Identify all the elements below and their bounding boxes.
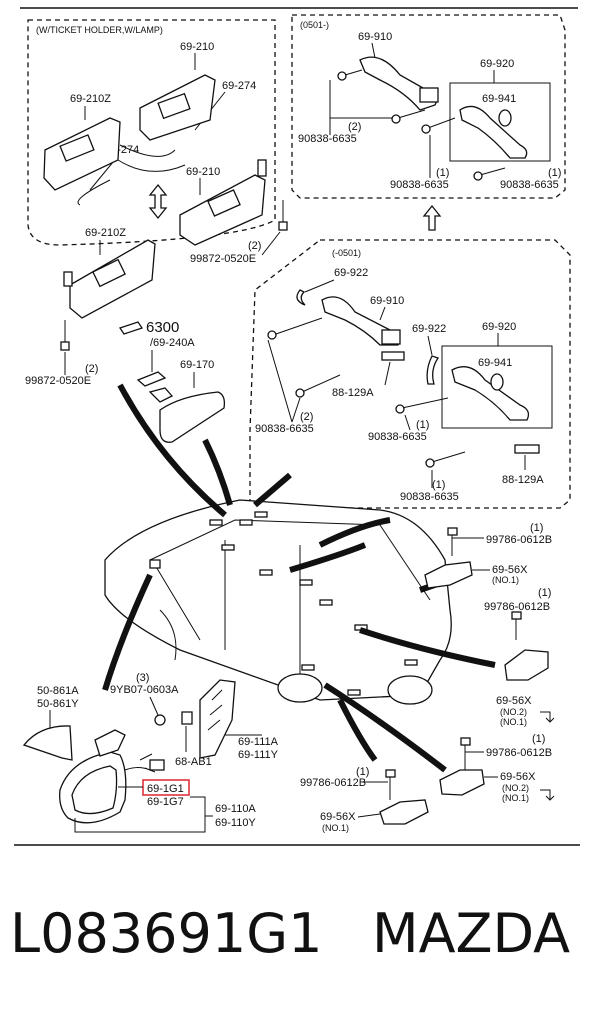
rear-view-mirror: [159, 391, 226, 443]
label-69-111a: 69-111A: [238, 736, 279, 748]
label-69-210z-a: 69-210Z: [70, 93, 111, 105]
label-99872-a: 99872-0520E: [190, 253, 256, 265]
label-68-ab1: 68-AB1: [175, 756, 212, 768]
label-69-110y: 69-110Y: [215, 817, 256, 829]
ticket-holder-header: (W/TICKET HOLDER,W/LAMP): [36, 25, 163, 35]
label-69-111y: 69-111Y: [238, 749, 279, 761]
label-90838-d: 90838-6635: [255, 423, 314, 435]
label-90838-a: 90838-6635: [298, 133, 357, 145]
trim-88-129a-a: [381, 351, 405, 361]
caption-part-number: L083691G1: [10, 902, 322, 965]
label-99786-c: 99786-0612B: [486, 747, 552, 759]
label-69-56x-c: 69-56X: [500, 771, 536, 783]
label-69-56x-b: 69-56X: [496, 695, 532, 707]
vehicle-body: [104, 499, 452, 701]
assist-grip-handle-a: [459, 105, 528, 159]
label-6300: 6300: [146, 319, 179, 336]
label-69-56x-a: 69-56X: [492, 564, 528, 576]
label-99786-d-qty: (1): [356, 766, 369, 778]
label-69-240a: /69-240A: [150, 337, 195, 349]
label-69-1g7: 69-1G7: [147, 796, 184, 808]
label-9yb07-qty: (3): [136, 672, 149, 684]
sun-visor-group-outline: [27, 19, 276, 246]
grip-cap-a: [419, 87, 439, 103]
label-69-170: 69-170: [180, 359, 214, 371]
bracket-69-56x-d: [379, 799, 429, 825]
vehicle-front-wheel: [277, 673, 323, 703]
door-garnish-50-861: [22, 725, 73, 761]
label-69-110a: 69-110A: [215, 803, 256, 815]
label-69-56x-a-no: (NO.1): [492, 575, 519, 585]
label-69-941-b: 69-941: [478, 357, 512, 369]
bracket-69-56x-a: [424, 561, 473, 589]
label-50-861y: 50-861Y: [37, 698, 79, 710]
book-icon: [118, 321, 144, 335]
mirror-cover-69-240a: [136, 371, 167, 387]
label-69-922-a: 69-922: [334, 267, 368, 279]
label-90838-a-qty: (2): [348, 121, 361, 133]
label-88-129a-a: 88-129A: [332, 387, 374, 399]
label-90838-b-qty: (1): [436, 167, 449, 179]
grip-cover-a: [296, 289, 306, 306]
assist-grip-box-b: [441, 345, 553, 429]
label-88-129a-b: 88-129A: [502, 474, 544, 486]
label-99786-c-qty: (1): [532, 733, 545, 745]
label-9yb07: 9YB07-0603A: [110, 684, 179, 696]
label-99872-b: 99872-0520E: [25, 375, 91, 387]
up-down-arrow-icon: [148, 183, 168, 220]
header-minus-0501: (-0501): [332, 248, 361, 258]
label-69-56x-c-no1: (NO.1): [502, 793, 529, 803]
bracket-69-56x-b: [504, 649, 549, 681]
grip-cover-b: [426, 355, 440, 385]
assist-grip-new-group-outline: [291, 14, 566, 199]
label-90838-b: 90838-6635: [390, 179, 449, 191]
vehicle-rear-wheel: [387, 675, 433, 705]
label-99872-a-qty: (2): [248, 240, 261, 252]
label-90838-e-qty: (1): [416, 419, 429, 431]
label-90838-f-qty: (1): [432, 479, 445, 491]
bracket-69-56x-c: [439, 769, 485, 796]
label-99786-a-qty: (1): [530, 522, 543, 534]
label-99872-b-qty: (2): [85, 363, 98, 375]
label-69-210-b: 69-210: [186, 166, 220, 178]
header-0501-minus: (0501-): [300, 20, 329, 30]
assist-grip-box-a: [449, 82, 551, 162]
up-arrow-icon: [422, 204, 442, 231]
assist-grip-old-group-outline: [249, 239, 571, 509]
label-69-56x-b-no1: (NO.1): [500, 717, 527, 727]
label-99786-b-qty: (1): [538, 587, 551, 599]
label-90838-d-qty: (2): [300, 411, 313, 423]
label-99786-b: 99786-0612B: [484, 601, 550, 613]
label-69-910-a: 69-910: [358, 31, 392, 43]
label-69-920-b: 69-920: [482, 321, 516, 333]
label-50-861a: 50-861A: [37, 685, 79, 697]
label-69-920-a: 69-920: [480, 58, 514, 70]
trim-88-129a-b: [514, 444, 540, 454]
label-90838-e: 90838-6635: [368, 431, 427, 443]
label-69-922-b: 69-922: [412, 323, 446, 335]
label-90838-f: 90838-6635: [400, 491, 459, 503]
label-69-210z-b: 69-210Z: [85, 227, 126, 239]
label-69-941-a: 69-941: [482, 93, 516, 105]
label-69-1g1: 69-1G1: [147, 783, 184, 795]
door-trim-69-111: [199, 679, 236, 759]
caption-brand: MAZDA: [372, 902, 570, 965]
label-90838-c: 90838-6635: [500, 179, 559, 191]
label-69-910-b: 69-910: [370, 295, 404, 307]
label-99786-a: 99786-0612B: [486, 534, 552, 546]
label-99786-d: 99786-0612B: [300, 777, 366, 789]
label-90838-c-qty: (1): [548, 167, 561, 179]
label-69-274-a: 69-274: [222, 80, 256, 92]
assist-grip-handle-b: [451, 366, 530, 421]
label-69-56x-d-no: (NO.1): [322, 823, 349, 833]
label-69-56x-c-no2: (NO.2): [502, 783, 529, 793]
label-69-56x-b-no2: (NO.2): [500, 707, 527, 717]
label-69-56x-d: 69-56X: [320, 811, 356, 823]
mirror-glass-69-1g1: [71, 765, 118, 815]
label-69-210-a: 69-210: [180, 41, 214, 53]
